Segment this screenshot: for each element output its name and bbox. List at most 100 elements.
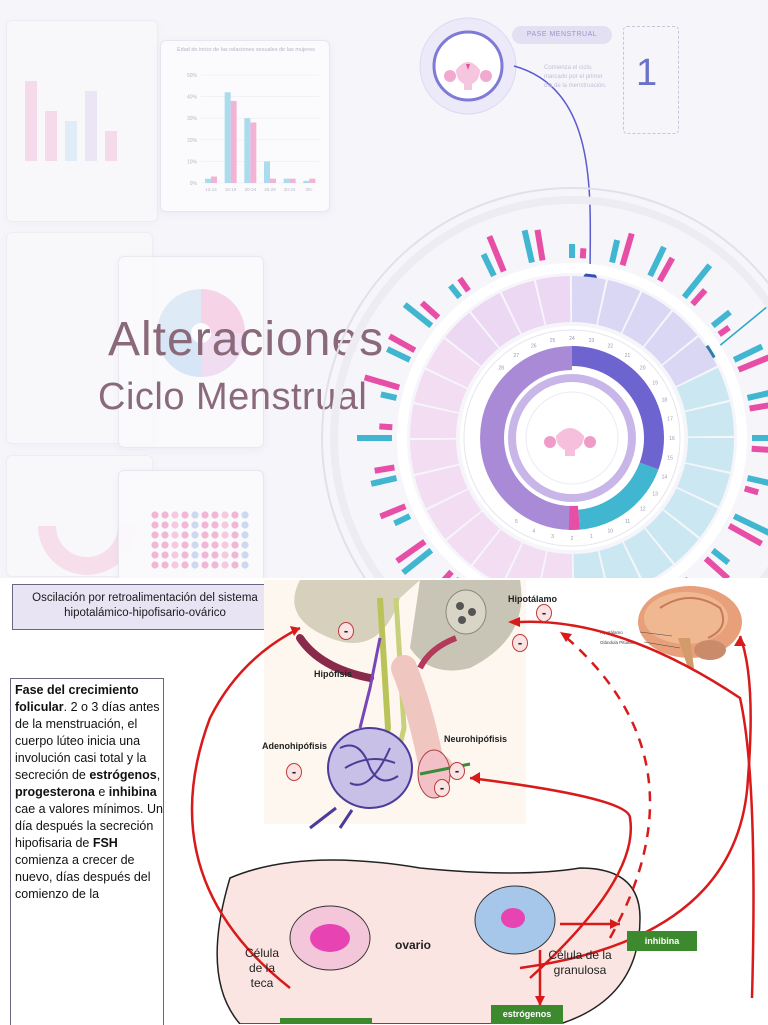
wheel-segment	[472, 529, 522, 578]
dot	[241, 541, 249, 549]
wheel-segment	[685, 401, 734, 437]
label-hipofisis: Hipófisis	[314, 669, 353, 679]
dot	[181, 521, 189, 529]
bg-card-pie	[118, 256, 264, 448]
ring-day-label: 25	[550, 338, 556, 344]
bar-series-a	[224, 92, 231, 183]
bar-chart-title: Edad de inicio de las relaciones sexuale…	[177, 47, 315, 53]
wheel-bar	[579, 248, 587, 259]
wheel-bar	[534, 229, 546, 261]
minus-marker: -	[512, 634, 528, 652]
label-ring-line	[463, 329, 681, 547]
x-tick-label: 30-34	[284, 187, 296, 192]
x-tick-label: 13-14	[205, 187, 217, 192]
ring-day-label: 23	[589, 338, 595, 344]
bar-series-b	[270, 178, 276, 183]
dot	[221, 531, 229, 539]
wheel-bar	[363, 374, 401, 391]
wheel-segment	[427, 489, 482, 540]
bg-card-dots	[118, 470, 264, 578]
dot	[231, 551, 239, 559]
inner-arc-top	[572, 346, 664, 470]
dot	[221, 541, 229, 549]
x-tick-label: 35+	[306, 187, 314, 192]
wheel-bar	[402, 302, 434, 329]
dot	[151, 541, 159, 549]
dot	[191, 511, 199, 519]
wheel-bar	[619, 232, 635, 267]
wheel-bar	[419, 300, 441, 320]
minus-marker: -	[536, 604, 552, 622]
bar-series-b	[289, 178, 296, 183]
label-ovario: ovario	[395, 938, 432, 952]
wheel-segment	[663, 488, 718, 538]
estrogenos-box: estrógenos	[491, 1005, 563, 1024]
wheel-bar	[710, 309, 732, 329]
y-tick-label: 0%	[190, 181, 198, 187]
wheel-bar	[457, 276, 471, 293]
wheel-segment	[414, 369, 467, 413]
wheel-bar	[609, 239, 621, 264]
y-tick-label: 40%	[187, 95, 198, 101]
wheel-segment	[410, 404, 459, 438]
wheel-segment	[644, 311, 698, 365]
label-adenohipofisis: Adenohipófisis	[262, 741, 327, 751]
wheel-bar	[737, 354, 768, 373]
dot	[191, 561, 199, 569]
brain-label-2: Glándula Pituitaria	[600, 640, 637, 645]
dot	[151, 531, 159, 539]
ring-day-label: 24	[569, 336, 575, 342]
wheel-segment	[426, 338, 481, 388]
dot	[171, 551, 179, 559]
side-text: Fase del crecimiento folicular. 2 o 3 dí…	[15, 683, 163, 901]
ring-day-label: 12	[640, 507, 646, 513]
minus-marker: -	[338, 622, 354, 640]
wheel-segment	[645, 510, 699, 564]
wheel-bar	[647, 245, 667, 278]
minus-marker: -	[434, 779, 450, 797]
outer-ring-2	[330, 196, 768, 578]
ring-day-label: 16	[669, 436, 675, 442]
dot	[241, 511, 249, 519]
dot	[241, 561, 249, 569]
dot	[241, 531, 249, 539]
dot	[201, 561, 209, 569]
dot	[231, 541, 239, 549]
wheel-segment	[542, 551, 572, 578]
wheel-bar	[486, 235, 507, 273]
label-celula-teca: Célula de la teca	[244, 946, 280, 990]
wheel-bar	[751, 445, 768, 453]
dot	[171, 511, 179, 519]
phase-number: 1	[636, 52, 658, 94]
wheel-gap	[397, 263, 747, 578]
ring-day-label: 28	[499, 365, 505, 371]
wheel-bar	[448, 283, 463, 300]
dot	[161, 511, 169, 519]
phase-number-box	[623, 26, 679, 134]
dot	[221, 521, 229, 529]
dot	[211, 521, 219, 529]
minus-marker: -	[449, 762, 465, 780]
ring-day-label: 1	[590, 534, 593, 540]
wheel-segment	[597, 280, 641, 333]
wheel-bar	[401, 547, 434, 576]
dot	[171, 531, 179, 539]
bar-series-a	[244, 118, 251, 183]
wheel-bar	[395, 539, 427, 564]
bar-series-a	[264, 161, 270, 183]
wheel-bar	[732, 343, 764, 363]
wheel-segment	[572, 276, 606, 325]
dot	[201, 511, 209, 519]
y-tick-label: 30%	[187, 116, 198, 122]
wheel-bar	[370, 475, 398, 487]
wheel-segment	[410, 439, 459, 475]
wheel-segment	[470, 293, 521, 348]
wheel-bar	[746, 390, 768, 401]
dot	[151, 551, 159, 559]
dot	[161, 521, 169, 529]
bg-bar-chart-icon	[25, 81, 117, 161]
x-tick-label: 15-19	[225, 187, 237, 192]
bar-series-a	[205, 178, 211, 183]
dot	[181, 511, 189, 519]
